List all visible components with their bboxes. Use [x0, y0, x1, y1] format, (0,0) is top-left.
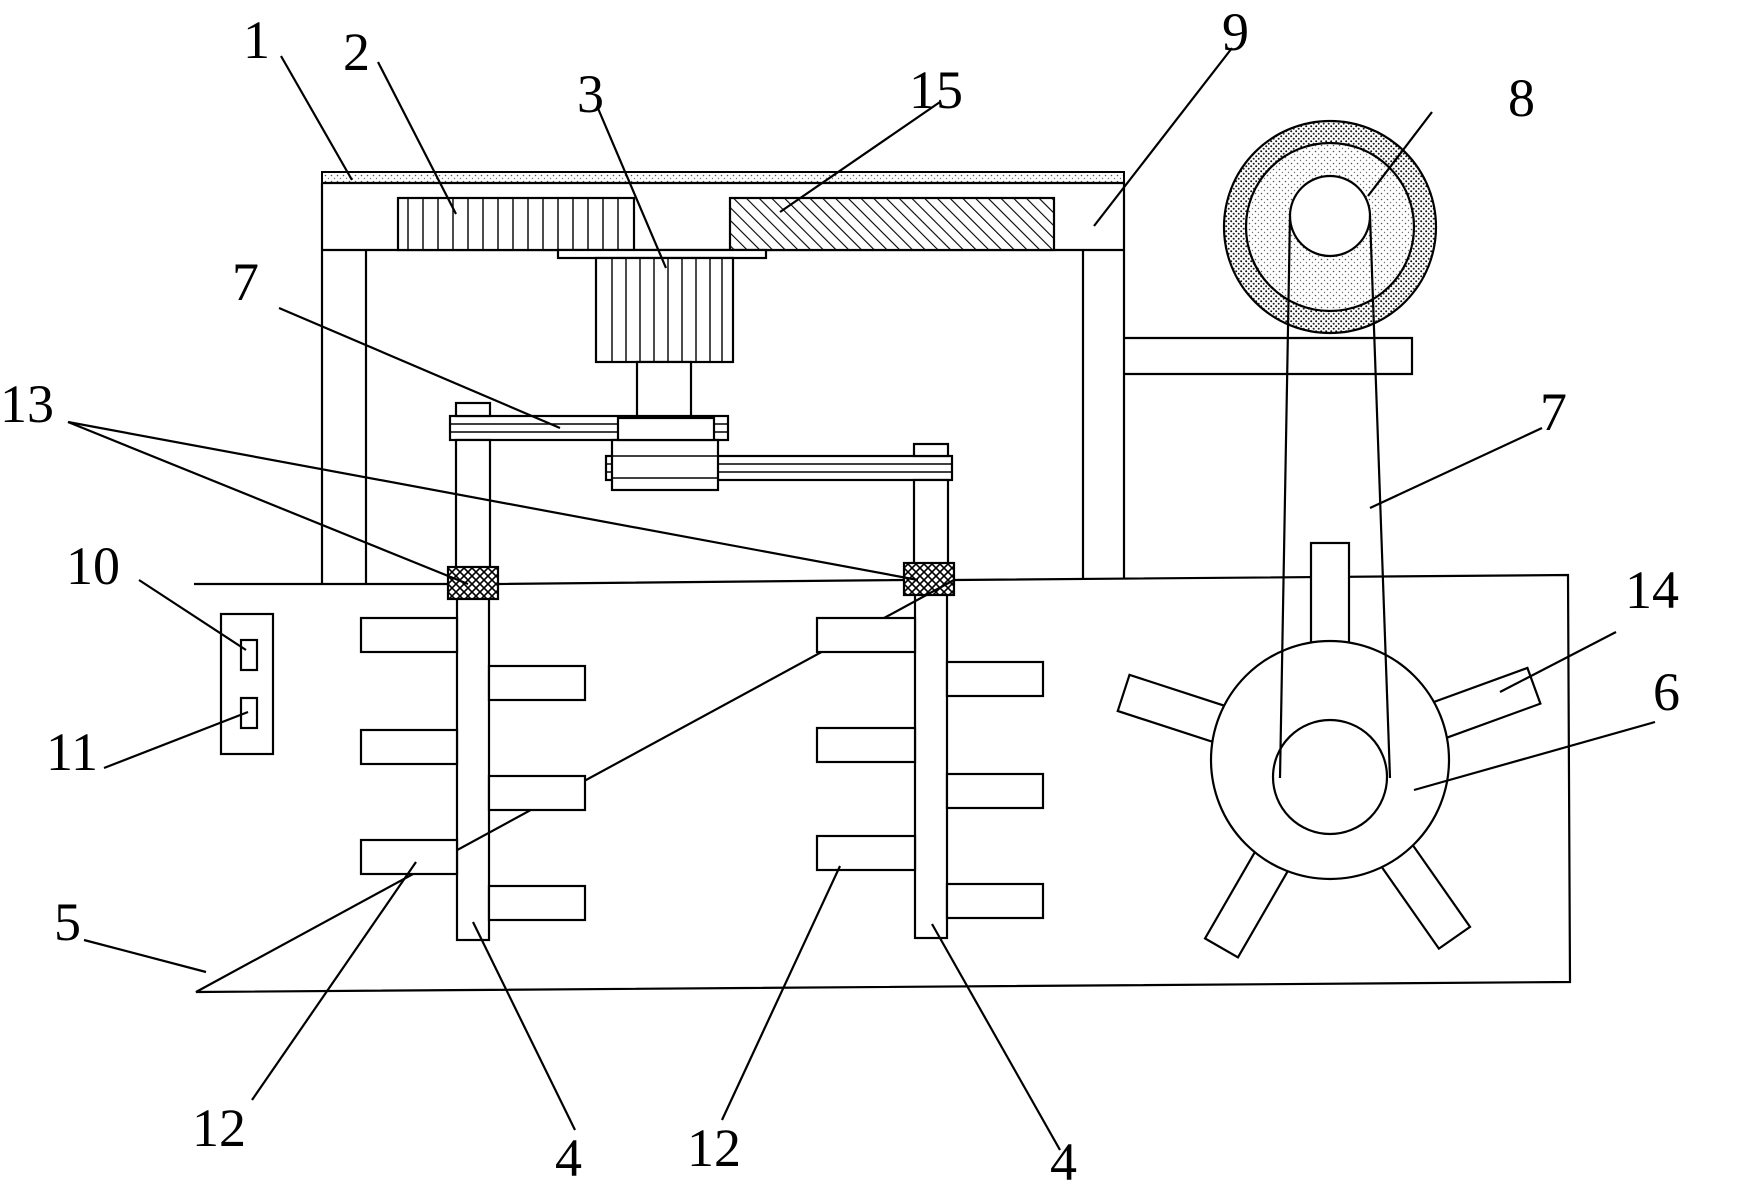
- part-labels: 1 2 3 15 9 8 7 7 13 10 11 14 6 5 12 4 12…: [0, 2, 1680, 1185]
- label-12-left: 12: [192, 1098, 246, 1158]
- label-14: 14: [1625, 560, 1679, 620]
- roller-belt: [1278, 215, 1392, 779]
- label-15: 15: [909, 60, 963, 120]
- belt-lower: [604, 416, 954, 492]
- label-7-left: 7: [232, 252, 259, 312]
- label-7-right: 7: [1540, 382, 1567, 442]
- switch-11: [239, 696, 259, 730]
- hatched-block: [728, 196, 1056, 252]
- switch-10: [239, 638, 259, 672]
- label-8: 8: [1508, 68, 1535, 128]
- label-13: 13: [0, 374, 54, 434]
- label-4-right: 4: [1050, 1132, 1077, 1185]
- support-arm: [1124, 336, 1414, 376]
- left-shaft: [454, 401, 492, 942]
- bearing-left: [446, 565, 500, 601]
- label-2: 2: [343, 22, 370, 82]
- label-3: 3: [577, 64, 604, 124]
- label-4-left: 4: [555, 1128, 582, 1185]
- gear-rack: [396, 196, 636, 252]
- label-11: 11: [46, 722, 98, 782]
- impeller: [1116, 541, 1542, 959]
- label-10: 10: [66, 536, 120, 596]
- label-6: 6: [1653, 662, 1680, 722]
- top-plate: [321, 171, 1125, 184]
- label-5: 5: [54, 892, 81, 952]
- left-paddles: [359, 616, 587, 922]
- roller: [1222, 119, 1438, 335]
- motor: [556, 248, 768, 420]
- label-12-right: 12: [687, 1118, 741, 1178]
- leader-lines: [67, 47, 1656, 1151]
- control-panel: [219, 612, 275, 756]
- label-1: 1: [243, 10, 270, 70]
- right-paddles: [815, 616, 1045, 920]
- label-9: 9: [1222, 2, 1249, 62]
- right-shaft: [912, 442, 950, 940]
